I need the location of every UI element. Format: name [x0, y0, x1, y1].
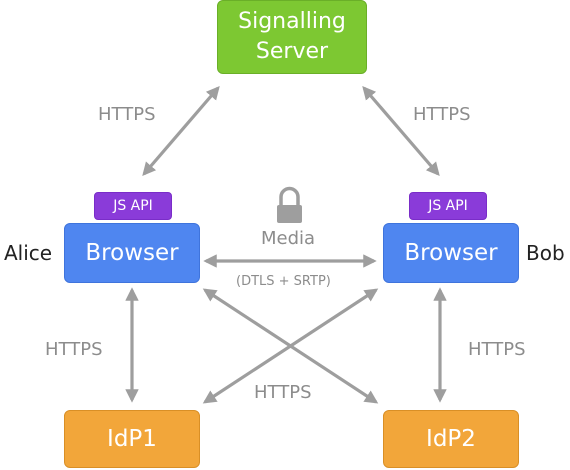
signalling-server-node: Signalling Server	[217, 0, 367, 74]
idp2-node: IdP2	[383, 410, 519, 468]
jsapi-bob-label: JS API	[428, 198, 468, 214]
jsapi-alice-badge: JS API	[94, 192, 172, 220]
signalling-server-label-line1: Signalling	[238, 9, 346, 34]
bob-label: Bob	[526, 241, 565, 265]
idp2-label: IdP2	[426, 426, 476, 452]
arrow-server-bob	[362, 85, 440, 177]
idp1-node: IdP1	[64, 410, 200, 468]
arrow-bob-idp1	[202, 288, 379, 404]
alice-label: Alice	[4, 241, 53, 265]
media-label: Media	[261, 228, 316, 249]
https-label-left-top: HTTPS	[98, 104, 156, 125]
media-detail-label: (DTLS + SRTP)	[236, 274, 331, 289]
idp1-label: IdP1	[107, 426, 157, 452]
jsapi-bob-badge: JS API	[409, 192, 487, 220]
browser-alice-node: Browser	[64, 223, 200, 283]
signalling-server-label-line2: Server	[255, 39, 329, 64]
lock-icon	[277, 186, 302, 223]
https-label-cross: HTTPS	[254, 382, 312, 403]
jsapi-alice-label: JS API	[113, 198, 153, 214]
https-label-left-bottom: HTTPS	[45, 339, 103, 360]
arrow-server-alice	[142, 85, 220, 177]
browser-bob-label: Browser	[404, 240, 498, 266]
browser-alice-label: Browser	[85, 240, 179, 266]
https-label-right-bottom: HTTPS	[468, 339, 526, 360]
browser-bob-node: Browser	[383, 223, 519, 283]
https-label-right-top: HTTPS	[413, 104, 471, 125]
